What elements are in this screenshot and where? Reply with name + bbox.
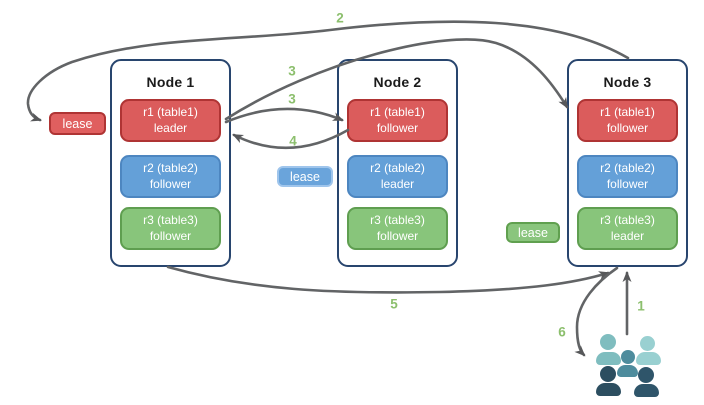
replica-role: follower (376, 120, 419, 135)
node-2-replica-r2: r2 (table2) leader (347, 155, 448, 198)
replica-role: leader (380, 176, 415, 191)
node-3-box: Node 3 r1 (table1) follower r2 (table2) … (567, 59, 688, 267)
lease-badge-table1: lease (49, 112, 106, 135)
step-label-6: 6 (558, 324, 566, 340)
lease-badge-table3: lease (506, 222, 560, 243)
arrow-step-5 (166, 265, 610, 294)
replica-role: leader (153, 120, 188, 135)
replica-role: leader (610, 228, 645, 243)
users-group-icon (596, 333, 661, 397)
replica-name: r1 (table1) (370, 105, 425, 120)
replica-name: r2 (table2) (370, 161, 425, 176)
step-label-4: 4 (289, 133, 297, 149)
node-3-replica-r1: r1 (table1) follower (577, 99, 678, 142)
node-2-box: Node 2 r1 (table1) follower r2 (table2) … (337, 59, 458, 267)
replica-name: r1 (table1) (600, 105, 655, 120)
replica-role: follower (149, 228, 192, 243)
arrow-step-3-local (224, 107, 344, 124)
node-1-box: Node 1 r1 (table1) leader r2 (table2) fo… (110, 59, 231, 267)
node-1-replica-r2: r2 (table2) follower (120, 155, 221, 198)
replica-name: r2 (table2) (143, 161, 198, 176)
replica-name: r1 (table1) (143, 105, 198, 120)
replica-role: follower (149, 176, 192, 191)
node-3-replica-r3: r3 (table3) leader (577, 207, 678, 250)
step-label-3b: 3 (288, 91, 296, 107)
node-1-replica-r3: r3 (table3) follower (120, 207, 221, 250)
node-2-replica-r1: r1 (table1) follower (347, 99, 448, 142)
replica-name: r3 (table3) (143, 213, 198, 228)
node-1-title: Node 1 (146, 74, 195, 90)
step-label-1: 1 (637, 298, 645, 314)
lease-badge-table2: lease (277, 166, 333, 187)
replica-name: r3 (table3) (600, 213, 655, 228)
replica-role: follower (376, 228, 419, 243)
node-3-title: Node 3 (603, 74, 652, 90)
replica-name: r3 (table3) (370, 213, 425, 228)
node-1-replica-r1: r1 (table1) leader (120, 99, 221, 142)
node-3-replica-r2: r2 (table2) follower (577, 155, 678, 198)
node-2-replica-r3: r3 (table3) follower (347, 207, 448, 250)
replica-name: r2 (table2) (600, 161, 655, 176)
replica-role: follower (606, 176, 649, 191)
node-2-title: Node 2 (373, 74, 422, 90)
step-label-5: 5 (390, 296, 398, 312)
step-label-2: 2 (336, 10, 344, 26)
step-label-3a: 3 (288, 63, 296, 79)
replica-role: follower (606, 120, 649, 135)
